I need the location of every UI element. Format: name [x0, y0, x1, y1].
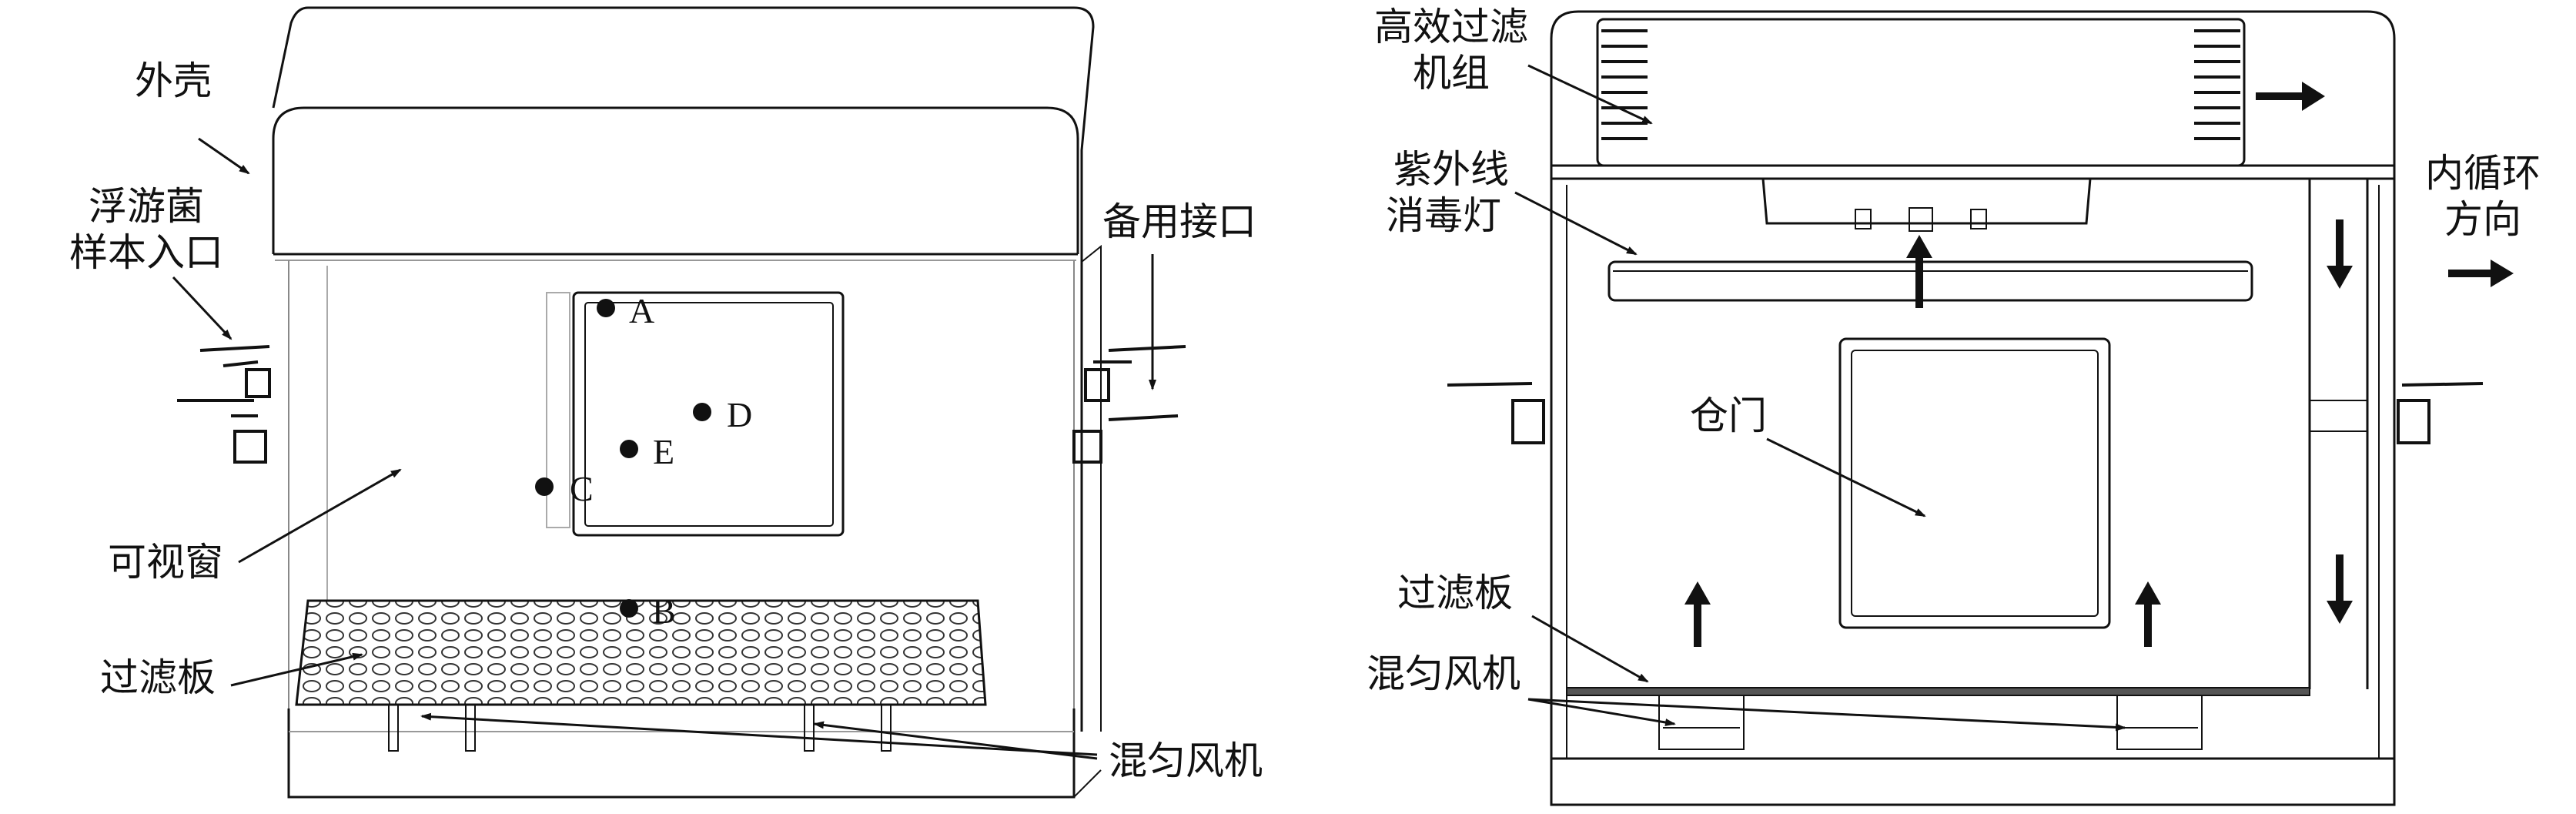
label-shell: 外壳 [135, 59, 212, 103]
point-c-marker [535, 477, 554, 496]
left-points [535, 299, 711, 618]
valve-left-top [199, 345, 271, 398]
point-e-label: E [653, 432, 675, 471]
arrow-circulation [2448, 260, 2514, 287]
window-frame [572, 291, 845, 537]
door-frame [1838, 337, 2111, 629]
cabinet-outline [1550, 10, 2396, 806]
label-door: 仓门 [1690, 394, 1767, 438]
point-c-label: C [570, 469, 594, 508]
uv-lamp [1607, 260, 2253, 302]
label-spare-port: 备用接口 [1102, 199, 1256, 244]
filter-plate-left [295, 599, 987, 706]
valve-right-bottom [1072, 414, 1179, 464]
shell-back-left [272, 6, 309, 109]
right-chamber [1447, 10, 2484, 806]
leader-door [1766, 437, 1926, 518]
label-circulation-2: 方向 [2444, 197, 2521, 242]
label-sample-inlet-1: 浮游菌 [89, 184, 204, 229]
point-e-marker [620, 440, 638, 458]
arrow-right-top [2256, 82, 2325, 111]
fan-left-2 [804, 704, 815, 752]
label-uv-2: 消毒灯 [1386, 193, 1501, 238]
leader-uv [1514, 191, 1638, 256]
leader-window [238, 468, 402, 564]
point-d-marker [693, 403, 711, 421]
right-leaders [1514, 64, 2126, 732]
arrow-up-left [1684, 581, 1711, 647]
leader-fan-1 [420, 712, 1098, 756]
arrow-up-center [1906, 235, 1932, 308]
leader-fan-r1 [1527, 698, 1676, 726]
hepa-unit [1596, 18, 2246, 167]
label-filter-plate-right: 过滤板 [1397, 571, 1513, 615]
fan-left-1 [388, 704, 399, 752]
leader-fan-r2 [1527, 698, 2126, 732]
label-mixing-fan-right: 混匀风机 [1367, 652, 1521, 696]
point-a-label: A [629, 291, 655, 330]
leader-shell [198, 137, 250, 175]
point-a-marker [597, 299, 615, 317]
label-viewing-window: 可视窗 [108, 540, 223, 585]
leader-filter-right [1531, 615, 1649, 683]
label-uv-1: 紫外线 [1393, 147, 1509, 192]
point-b-label: B [652, 591, 676, 631]
leader-filter [230, 652, 363, 687]
shell-top [308, 6, 1095, 732]
arrow-down-duct-2 [2327, 554, 2353, 624]
valve-left-bottom [177, 399, 267, 464]
valve-right-top [1084, 345, 1186, 402]
filter-plate-right [1566, 687, 2310, 696]
point-d-label: D [727, 395, 753, 434]
point-b-marker [620, 599, 638, 618]
arrow-up-right [2135, 581, 2161, 647]
label-mixing-fan: 混匀风机 [1109, 739, 1263, 783]
shell-front [272, 106, 1079, 254]
label-hepa-1: 高效过滤 [1374, 5, 1528, 49]
leader-hepa [1527, 64, 1653, 125]
leader-inlet [172, 276, 233, 340]
fan-right-2 [2116, 695, 2203, 750]
airflow-arrows [1684, 82, 2514, 647]
label-filter-plate: 过滤板 [100, 655, 216, 700]
hepa-hood [1761, 178, 2092, 225]
label-circulation-1: 内循环 [2425, 151, 2541, 196]
label-sample-inlet-2: 样本入口 [69, 230, 223, 275]
label-hepa-2: 机组 [1413, 51, 1490, 95]
leader-fan-2 [813, 721, 1098, 760]
arrow-down-duct-1 [2327, 219, 2353, 289]
base [287, 708, 1076, 799]
left-leaders [172, 137, 1156, 760]
left-chamber [177, 6, 1186, 799]
